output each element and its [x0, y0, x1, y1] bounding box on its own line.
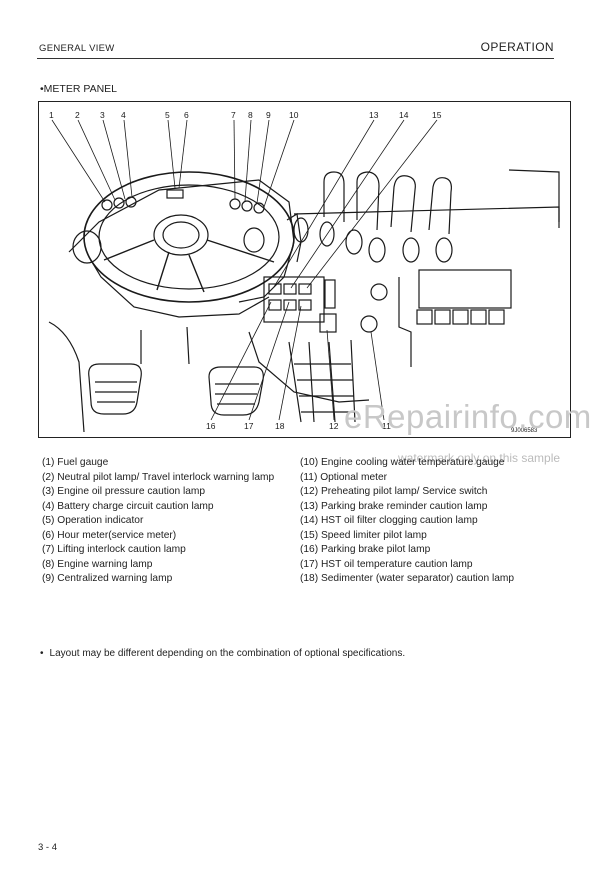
header-section-label: GENERAL VIEW — [39, 43, 115, 54]
callout-4: 4 — [121, 110, 126, 120]
legend-item: (12) Preheating pilot lamp/ Service swit… — [300, 486, 488, 497]
meter-panel-drawing: 1 2 3 4 5 6 7 8 9 10 13 14 15 16 17 18 1… — [48, 110, 560, 433]
layout-note: • Layout may be different depending on th… — [40, 648, 405, 659]
legend-item: (14) HST oil filter clogging caution lam… — [300, 515, 478, 526]
legend-item: (11) Optional meter — [300, 471, 388, 483]
legend-item: (10) Engine cooling water temperature ga… — [300, 457, 505, 468]
legend-item: (15) Speed limiter pilot lamp — [300, 529, 427, 541]
legend-item: (7) Lifting interlock caution lamp — [42, 544, 186, 555]
callout-1: 1 — [49, 110, 54, 120]
note-text: Layout may be different depending on the… — [49, 648, 406, 659]
legend-right-column: (10) Engine cooling water temperature ga… — [300, 456, 514, 587]
legend-left-column: (1) Fuel gauge (2) Neutral pilot lamp/ T… — [42, 456, 274, 587]
header-chapter-label: OPERATION — [480, 40, 554, 54]
note-bullet: • — [40, 648, 44, 659]
legend-item: (3) Engine oil pressure caution lamp — [42, 486, 206, 497]
callout-14: 14 — [399, 110, 409, 120]
info-panel — [418, 269, 512, 309]
callout-13: 13 — [369, 110, 379, 120]
callout-5: 5 — [165, 110, 170, 120]
header-divider — [37, 58, 554, 59]
callout-10: 10 — [289, 110, 299, 120]
meter-panel-figure: 1 2 3 4 5 6 7 8 9 10 13 14 15 16 17 18 1… — [38, 101, 571, 438]
section-title: •METER PANEL — [40, 83, 117, 95]
watermark-subtext: watermark only on this sample — [398, 451, 561, 465]
legend-item: (1) Fuel gauge — [42, 457, 109, 468]
figure-code: 9J006583 — [511, 428, 538, 434]
legend-item: (4) Battery charge circuit caution lamp — [42, 500, 214, 512]
page-number: 3 - 4 — [38, 842, 58, 853]
callout-9: 9 — [266, 110, 271, 120]
callout-16: 16 — [206, 421, 216, 431]
callout-3: 3 — [100, 110, 105, 120]
legend-item: (2) Neutral pilot lamp/ Travel interlock… — [42, 471, 275, 483]
watermark-text: eRepairinfo.com — [344, 398, 592, 435]
callout-7: 7 — [231, 110, 236, 120]
callout-8: 8 — [248, 110, 253, 120]
callout-12: 12 — [329, 421, 339, 431]
legend-item: (6) Hour meter(service meter) — [42, 529, 177, 541]
legend-item: (5) Operation indicator — [42, 515, 144, 526]
callout-18: 18 — [275, 421, 285, 431]
steering-wheel — [83, 171, 295, 303]
legend-item: (18) Sedimenter (water separator) cautio… — [300, 573, 515, 584]
legend-item: (16) Parking brake pilot lamp — [300, 544, 431, 555]
legend-item: (13) Parking brake reminder caution lamp — [300, 500, 488, 512]
callout-6: 6 — [184, 110, 189, 120]
callout-11: 11 — [382, 421, 391, 431]
legend-item: (17) HST oil temperature caution lamp — [300, 558, 473, 570]
callout-15: 15 — [432, 110, 442, 120]
callout-17: 17 — [244, 421, 254, 431]
callout-2: 2 — [75, 110, 80, 120]
legend-item: (8) Engine warning lamp — [42, 558, 153, 570]
legend-item: (9) Centralized warning lamp — [42, 573, 173, 584]
